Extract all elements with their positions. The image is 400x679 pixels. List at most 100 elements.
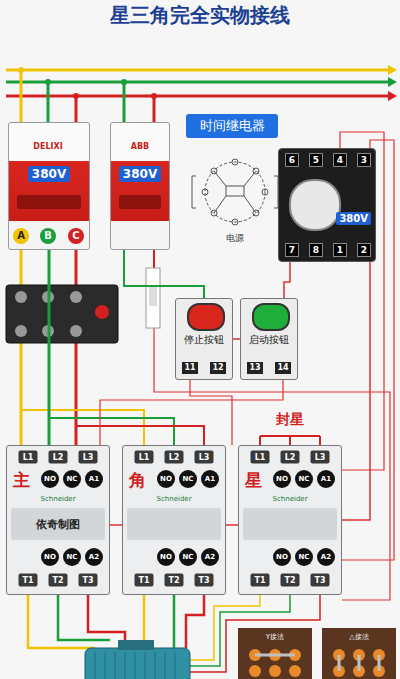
button-terminal: 11 <box>182 362 198 374</box>
supply-wire-part <box>153 96 156 122</box>
terminal-label: T1 <box>135 574 154 587</box>
button-cap <box>252 303 290 331</box>
pin-number: 5 <box>309 153 323 167</box>
node-text: 380V <box>119 166 161 182</box>
terminal-box-part <box>339 655 379 671</box>
pin-diagram-part <box>262 189 268 195</box>
contactor-note: 封星 <box>274 411 306 429</box>
supply-wire-part <box>18 67 24 73</box>
supply-wire-part <box>47 82 50 122</box>
pin-diagram <box>192 159 278 225</box>
motor-wire-part <box>88 595 125 640</box>
terminal-label: T3 <box>79 574 98 587</box>
thermal-relay-part <box>70 325 82 337</box>
terminal-label: T1 <box>251 574 270 587</box>
terminal-label: T3 <box>311 574 330 587</box>
wire-connector <box>124 250 204 298</box>
pin-diagram-part <box>202 189 208 195</box>
button-terminal: 13 <box>247 362 263 374</box>
terminal-label: L3 <box>311 451 330 464</box>
breaker-toggle <box>17 195 81 209</box>
control-wire <box>100 132 394 600</box>
fuse-part <box>146 268 160 328</box>
motor <box>85 640 190 679</box>
title-tag: 时间继电器 <box>186 114 278 138</box>
node-text: 380V <box>28 166 70 182</box>
pin-number: 7 <box>285 243 299 257</box>
terminal-label: L2 <box>281 451 300 464</box>
phase-marker: C <box>68 228 84 244</box>
pin-diagram-part <box>232 219 238 225</box>
button-cap <box>187 303 225 331</box>
power-bus-part <box>6 95 388 98</box>
terminal-label: T3 <box>195 574 214 587</box>
supply-wire-part <box>76 426 204 445</box>
pin-number: 3 <box>357 153 371 167</box>
contact-label: NC <box>295 548 313 566</box>
terminal-box-part <box>249 665 261 677</box>
terminal-label: T2 <box>49 574 68 587</box>
button-terminal: 12 <box>210 362 226 374</box>
box-label: Y接法 <box>266 632 284 642</box>
contactor-panel <box>243 508 337 540</box>
terminal-box <box>238 628 396 679</box>
contactor: 星 <box>238 445 342 595</box>
timer-dial <box>289 179 341 231</box>
terminal-label: L2 <box>165 451 184 464</box>
supply-wire-part <box>260 436 320 445</box>
brand-mark: Schneider <box>40 495 75 503</box>
wire-connector <box>342 262 370 520</box>
diagram-title: 星三角完全实物接线 <box>0 2 400 29</box>
terminal-label: L1 <box>19 451 38 464</box>
terminal-box-part <box>289 665 301 677</box>
supply-wire-part <box>123 82 126 122</box>
contact-label: A2 <box>85 548 103 566</box>
thermal-relay-part <box>15 325 27 337</box>
contactor-panel <box>127 508 221 540</box>
terminal-label: L1 <box>135 451 154 464</box>
contact-label: NO <box>41 548 59 566</box>
motor-part <box>85 648 190 679</box>
terminal-box-part <box>238 628 312 679</box>
motor-part <box>118 640 154 650</box>
contact-label: NC <box>63 548 81 566</box>
pin-diagram-part <box>226 186 244 196</box>
control-wire-part <box>100 380 283 445</box>
brand-mark: DELIXI <box>31 142 64 151</box>
wire-connector <box>226 524 238 526</box>
brand-mark: ABB <box>129 142 151 151</box>
node-text: 380V <box>336 212 371 225</box>
power-bus-part <box>388 91 397 101</box>
contact-label: NO <box>41 470 59 488</box>
terminal-box-part <box>255 654 295 657</box>
node-text: 启动按钮 <box>241 333 297 347</box>
thermal-relay-part <box>95 305 109 319</box>
supply-wire-part <box>75 96 78 122</box>
thermal-relay-part <box>6 285 118 343</box>
thermal-relay-part <box>15 291 27 303</box>
terminal-box-part <box>322 628 396 679</box>
contact-label: A2 <box>317 548 335 566</box>
supply-wire-part <box>20 70 23 122</box>
terminal-label: T2 <box>281 574 300 587</box>
terminal-label: T2 <box>165 574 184 587</box>
wire-connector <box>110 524 122 526</box>
power-bus-part <box>6 69 388 72</box>
terminal-label: L3 <box>79 451 98 464</box>
motor-part <box>95 652 175 679</box>
phase-marker: A <box>13 228 29 244</box>
supply-wire-part <box>73 93 79 99</box>
supply-wire-part <box>151 93 157 99</box>
contact-label: A1 <box>85 470 103 488</box>
terminal-label: L3 <box>195 451 214 464</box>
contact-label: A2 <box>201 548 219 566</box>
control-wire-part <box>190 380 232 445</box>
phase-marker: B <box>40 228 56 244</box>
pin-diagram-part <box>205 162 265 222</box>
pin-diagram-part <box>232 159 238 165</box>
pin-number: 6 <box>285 153 299 167</box>
supply-wire-part <box>45 79 51 85</box>
node-text: 时间继电器 <box>186 114 278 138</box>
box-label: △接法 <box>349 632 368 642</box>
